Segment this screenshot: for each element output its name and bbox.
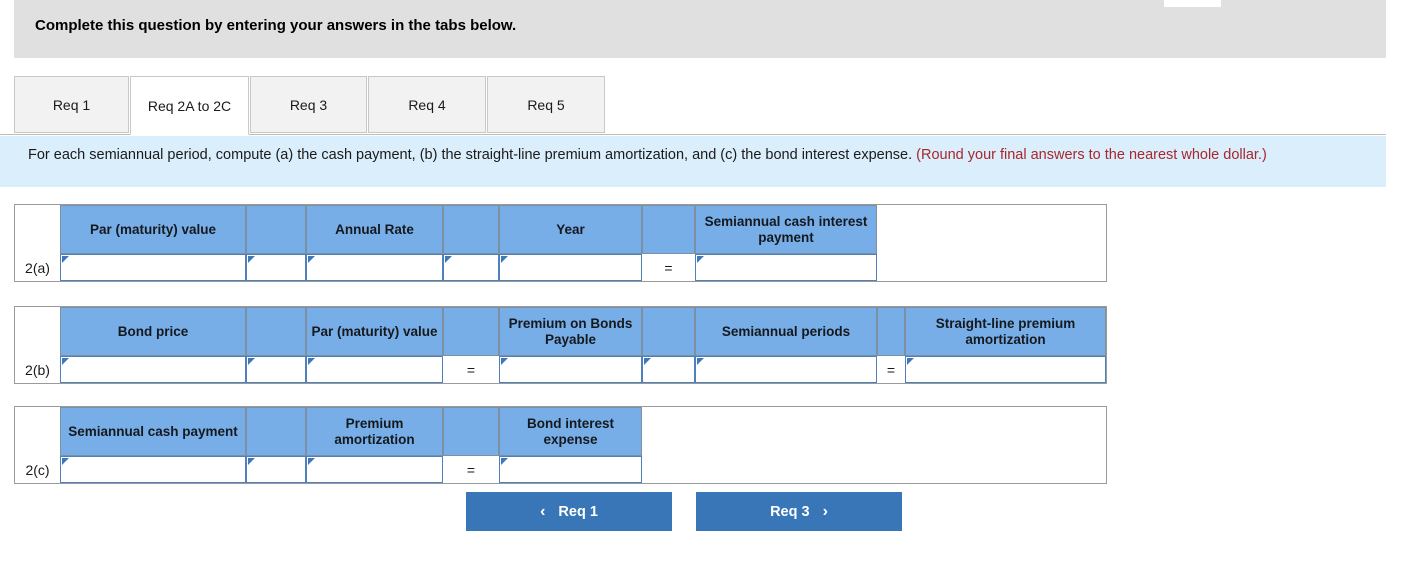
tab-baseline	[0, 134, 1386, 135]
header-bond-interest-expense: Bond interest expense	[499, 407, 642, 456]
instruction-bar: Complete this question by entering your …	[14, 0, 1386, 58]
header-spacer-3	[642, 307, 695, 356]
tab-req-1[interactable]: Req 1	[14, 76, 129, 133]
input-par-maturity-value[interactable]	[60, 254, 246, 281]
tab-strip: Req 1 Req 2A to 2C Req 3 Req 4 Req 5	[0, 76, 1421, 135]
prev-req-label: Req 1	[558, 503, 598, 520]
row-trailing-blank	[642, 456, 1106, 483]
input-straight-line-premium-amortization[interactable]	[905, 356, 1106, 383]
header-trailing-blank	[642, 407, 1106, 456]
input-operator-2[interactable]	[642, 356, 695, 383]
corner-cell	[15, 307, 60, 356]
header-annual-rate: Annual Rate	[306, 205, 443, 254]
requirement-banner: For each semiannual period, compute (a) …	[0, 136, 1386, 187]
tab-req-4[interactable]: Req 4	[368, 76, 486, 133]
header-semiannual-cash-interest-payment: Semiannual cash interest payment	[695, 205, 877, 254]
header-spacer-3	[642, 205, 695, 254]
worksheet-2b-input-row: 2(b) = =	[15, 356, 1106, 383]
equals-sign-2a: =	[642, 254, 695, 281]
header-spacer-2	[443, 407, 499, 456]
input-operator-1[interactable]	[246, 254, 306, 281]
input-operator-1[interactable]	[246, 356, 306, 383]
instruction-text: Complete this question by entering your …	[35, 17, 517, 34]
row-label-2b: 2(b)	[15, 356, 60, 383]
header-par-maturity-value: Par (maturity) value	[60, 205, 246, 254]
next-req-button[interactable]: Req 3 ›	[696, 492, 902, 531]
input-bond-price[interactable]	[60, 356, 246, 383]
header-par-maturity-value: Par (maturity) value	[306, 307, 443, 356]
header-semiannual-cash-payment: Semiannual cash payment	[60, 407, 246, 456]
input-operator-2[interactable]	[443, 254, 499, 281]
requirement-rounding-note: (Round your final answers to the nearest…	[916, 147, 1267, 163]
input-semiannual-cash-interest-payment[interactable]	[695, 254, 877, 281]
tab-req-3[interactable]: Req 3	[250, 76, 367, 133]
next-req-label: Req 3	[770, 503, 810, 520]
worksheet-2c-header-row: Semiannual cash payment Premium amortiza…	[15, 407, 1106, 456]
header-premium-amortization: Premium amortization	[306, 407, 443, 456]
instruction-bar-notch	[1164, 0, 1221, 7]
input-par-maturity-value[interactable]	[306, 356, 443, 383]
worksheet-2a-header-row: Par (maturity) value Annual Rate Year Se…	[15, 205, 1106, 254]
input-semiannual-periods[interactable]	[695, 356, 877, 383]
header-spacer-1	[246, 205, 306, 254]
equals-sign-2b-1: =	[443, 356, 499, 383]
header-bond-price: Bond price	[60, 307, 246, 356]
header-year: Year	[499, 205, 642, 254]
row-label-2a: 2(a)	[15, 254, 60, 281]
header-spacer-1	[246, 407, 306, 456]
worksheet-2a: Par (maturity) value Annual Rate Year Se…	[14, 204, 1107, 282]
row-label-2c: 2(c)	[15, 456, 60, 483]
worksheet-2c-input-row: 2(c) =	[15, 456, 1106, 483]
header-spacer-2	[443, 307, 499, 356]
equals-sign-2c: =	[443, 456, 499, 483]
equals-sign-2b-2: =	[877, 356, 905, 383]
corner-cell	[15, 407, 60, 456]
prev-req-button[interactable]: ‹ Req 1	[466, 492, 672, 531]
header-premium-on-bonds-payable: Premium on Bonds Payable	[499, 307, 642, 356]
requirement-text: For each semiannual period, compute (a) …	[28, 147, 917, 163]
input-premium-amortization[interactable]	[306, 456, 443, 483]
input-bond-interest-expense[interactable]	[499, 456, 642, 483]
worksheet-2a-input-row: 2(a) =	[15, 254, 1106, 281]
header-trailing-blank	[877, 205, 1106, 254]
header-spacer-1	[246, 307, 306, 356]
tab-req-2a-to-2c[interactable]: Req 2A to 2C	[130, 76, 249, 135]
chevron-left-icon: ‹	[540, 502, 546, 520]
header-spacer-4	[877, 307, 905, 356]
input-premium-on-bonds-payable[interactable]	[499, 356, 642, 383]
row-trailing-blank	[877, 254, 1106, 281]
input-semiannual-cash-payment[interactable]	[60, 456, 246, 483]
worksheet-2b-header-row: Bond price Par (maturity) value Premium …	[15, 307, 1106, 356]
header-semiannual-periods: Semiannual periods	[695, 307, 877, 356]
chevron-right-icon: ›	[822, 502, 828, 520]
input-annual-rate[interactable]	[306, 254, 443, 281]
tab-req-5[interactable]: Req 5	[487, 76, 605, 133]
input-operator-1[interactable]	[246, 456, 306, 483]
header-straight-line-premium-amortization: Straight-line premium amortization	[905, 307, 1106, 356]
worksheet-2b: Bond price Par (maturity) value Premium …	[14, 306, 1107, 384]
worksheet-2c: Semiannual cash payment Premium amortiza…	[14, 406, 1107, 484]
header-spacer-2	[443, 205, 499, 254]
input-year[interactable]	[499, 254, 642, 281]
corner-cell	[15, 205, 60, 254]
